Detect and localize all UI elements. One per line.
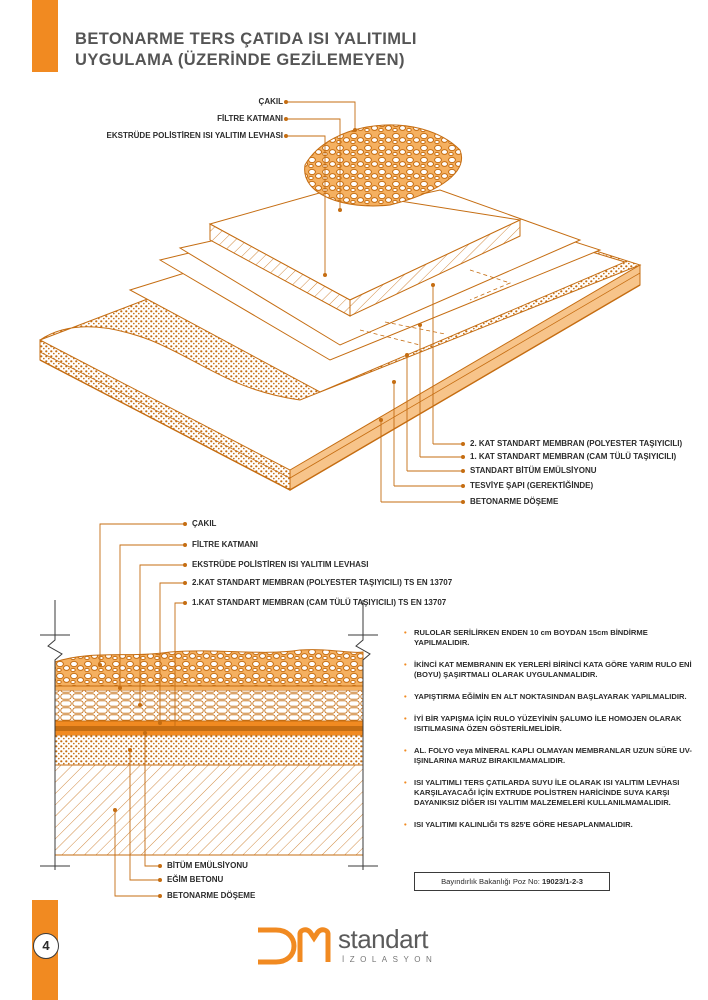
slope-concrete bbox=[54, 734, 364, 766]
label-xps-board: EKSTRÜDE POLİSTİREN ISI YALITIM LEVHASI bbox=[106, 131, 283, 140]
insulation-board-side bbox=[349, 219, 521, 317]
section-label-filter: FİLTRE KATMANI bbox=[192, 540, 258, 549]
label-leveling-screed: TESVİYE ŞAPI (GEREKTİĞİNDE) bbox=[470, 481, 594, 490]
standart-logo: standart İZOLASYON bbox=[254, 922, 474, 968]
section-label-emulsion: BİTÜM EMÜLSİYONU bbox=[167, 861, 248, 870]
section-leader-lines bbox=[99, 523, 185, 897]
poz-number: 19023/1-2-3 bbox=[541, 877, 583, 886]
break-line-left bbox=[47, 600, 63, 870]
cross-section-diagram bbox=[40, 600, 378, 870]
section-label-xps: EKSTRÜDE POLİSTİREN ISI YALITIM LEVHASI bbox=[192, 560, 369, 569]
section-leader-dots bbox=[98, 522, 187, 898]
section-label-gravel: ÇAKIL bbox=[192, 519, 217, 528]
poz-prefix: Bayındırlık Bakanlığı Poz No: bbox=[441, 877, 540, 886]
label-membrane-2: 2. KAT STANDART MEMBRAN (POLYESTER TAŞIY… bbox=[470, 439, 683, 448]
section-label-membrane-1: 1.KAT STANDART MEMBRAN (CAM TÜLÜ TAŞIYIC… bbox=[192, 598, 447, 607]
note-item: •RULOLAR SERİLİRKEN ENDEN 10 cm BOYDAN 1… bbox=[404, 628, 648, 647]
xps-insulation bbox=[54, 689, 364, 722]
label-gravel: ÇAKIL bbox=[258, 97, 283, 106]
application-notes: •RULOLAR SERİLİRKEN ENDEN 10 cm BOYDAN 1… bbox=[404, 628, 700, 842]
logo-wordmark: standart bbox=[338, 924, 428, 954]
section-label-slab: BETONARME DÖŞEME bbox=[167, 891, 256, 900]
section-label-slope-concrete: EĞİM BETONU bbox=[167, 875, 224, 884]
logo-subtitle: İZOLASYON bbox=[342, 955, 438, 964]
page-title: BETONARME TERS ÇATIDA ISI YALITIMLI UYGU… bbox=[75, 29, 417, 71]
bitumen-emulsion bbox=[55, 731, 363, 735]
top-leader-lines bbox=[286, 101, 434, 502]
page-number: 4 bbox=[33, 933, 59, 959]
note-item: •İKİNCİ KAT MEMBRANIN EK YERLERİ BİRİNCİ… bbox=[404, 660, 692, 679]
note-item: •ISI YALITIMLI TERS ÇATILARDA SUYU İLE O… bbox=[404, 778, 680, 807]
label-concrete-slab: BETONARME DÖŞEME bbox=[470, 497, 559, 506]
logo-mark-icon bbox=[258, 927, 331, 965]
title-line-1: BETONARME TERS ÇATIDA ISI YALITIMLI bbox=[75, 30, 417, 48]
note-item: •AL. FOLYO veya MİNERAL KAPLI OLMAYAN ME… bbox=[404, 746, 692, 765]
label-bitumen-emulsion: STANDART BİTÜM EMÜLSİYONU bbox=[470, 466, 597, 475]
break-line-right bbox=[355, 600, 371, 870]
note-item: •ISI YALITIMI KALINLIĞI TS 825'E GÖRE HE… bbox=[404, 820, 633, 829]
screed-edge bbox=[39, 272, 641, 479]
accent-tab-top bbox=[32, 0, 58, 72]
note-item: •İYİ BİR YAPIŞMA İÇİN RULO YÜZEYİNİN ŞAL… bbox=[404, 714, 682, 733]
label-membrane-1: 1. KAT STANDART MEMBRAN (CAM TÜLÜ TAŞIYI… bbox=[470, 452, 677, 461]
poz-reference-box: Bayındırlık Bakanlığı Poz No: 19023/1-2-… bbox=[414, 872, 610, 891]
note-item: •YAPIŞTIRMA EĞİMİN EN ALT NOKTASINDAN BA… bbox=[404, 692, 687, 701]
filter-layer bbox=[55, 686, 363, 690]
concrete-slab bbox=[54, 764, 364, 856]
gravel-section bbox=[54, 649, 364, 687]
membrane-2 bbox=[55, 721, 363, 726]
gravel-heap bbox=[304, 124, 463, 207]
section-label-membrane-2: 2.KAT STANDART MEMBRAN (POLYESTER TAŞIYI… bbox=[192, 578, 453, 587]
isometric-roof-diagram bbox=[39, 124, 642, 491]
label-filter-layer: FİLTRE KATMANI bbox=[217, 114, 283, 123]
title-line-2: UYGULAMA (ÜZERİNDE GEZİLEMEYEN) bbox=[75, 51, 405, 69]
membrane-1 bbox=[55, 726, 363, 731]
